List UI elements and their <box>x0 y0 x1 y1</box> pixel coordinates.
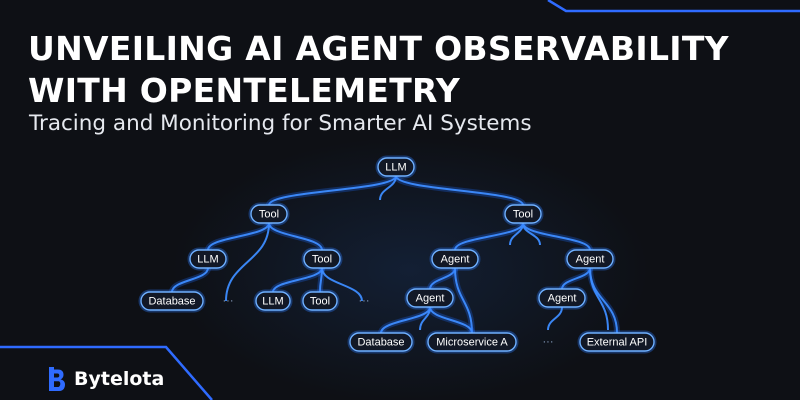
tree-node-box <box>303 249 341 269</box>
tree-node-label: Tool <box>310 295 330 307</box>
tree-edge-agent-3-to-microservice-a <box>429 306 473 334</box>
tree-node-box <box>504 204 542 224</box>
tree-node-root: LLM <box>375 155 417 179</box>
tree-edge-tool-left-to-llm-mid <box>207 222 270 251</box>
brand-name: Bytelota <box>74 368 165 390</box>
tree-node-label: Agent <box>441 253 470 265</box>
tree-node-box <box>377 157 415 177</box>
tree-node-label: External API <box>587 336 648 348</box>
tree-node-label: LLM <box>385 161 406 173</box>
tree-edges <box>169 174 620 335</box>
tree-node-label: LLM <box>197 253 218 265</box>
tree-node-label: Tool <box>259 208 279 220</box>
tree-node-box <box>302 291 338 311</box>
tree-edge-strand <box>589 267 609 331</box>
tree-node-microservice-a: Microservice A <box>425 330 519 354</box>
tree-edge-strand <box>522 222 541 246</box>
tree-edge-strand <box>379 175 397 201</box>
tree-ellipses: ··· ··· ··· <box>223 295 554 348</box>
tree-node-tool-mid: Tool <box>301 247 343 271</box>
tree-ellipsis: ··· <box>359 295 370 307</box>
tree-edge-tool-mid-to-llm-leaf <box>272 267 323 293</box>
tree-node-box <box>255 291 291 311</box>
tree-ellipsis: ··· <box>223 295 234 307</box>
tree-edge-llm-mid-to-database-1 <box>171 267 209 293</box>
tree-node-box <box>250 204 288 224</box>
tree-node-box <box>538 288 586 308</box>
brand-logo: Bytelota <box>46 366 164 392</box>
corner-accent-top-right <box>547 0 800 13</box>
tree-node-box <box>349 332 413 352</box>
tree-node-tool-right: Tool <box>502 202 544 226</box>
tree-edge-root-to-tool-left <box>268 175 397 206</box>
tree-edge-root-to-tool-right <box>395 175 524 206</box>
tree-node-box <box>566 249 614 269</box>
tree-edge-tool-right-to-agent-2 <box>522 222 591 251</box>
tree-node-label: Agent <box>416 292 445 304</box>
bytelota-logo-icon <box>49 367 65 391</box>
tree-node-tool-left: Tool <box>248 202 290 226</box>
tree-edge-tool-left-to-tool-mid <box>268 222 323 251</box>
tree-node-database-2: Database <box>347 330 415 354</box>
tree-edge-tool-right-to-agent-1 <box>454 222 524 251</box>
tree-node-label: Agent <box>576 253 605 265</box>
tree-edge-agent-2-to-external-api <box>589 267 618 334</box>
tree-node-tool-leaf: Tool <box>300 289 340 313</box>
tree-node-box <box>431 249 479 269</box>
tree-node-box <box>406 288 454 308</box>
page-subtitle: Tracing and Monitoring for Smarter AI Sy… <box>29 111 532 136</box>
tree-edge-strand <box>321 267 363 302</box>
tree-node-label: Database <box>357 336 404 348</box>
tree-ellipsis: ··· <box>543 336 554 348</box>
tree-node-llm-mid: LLM <box>187 247 229 271</box>
title-line-2: WITH OPENTELEMETRY <box>28 71 461 110</box>
tree-node-label: Database <box>148 295 195 307</box>
tree-node-label: Tool <box>513 208 533 220</box>
tree-node-box <box>140 291 204 311</box>
tree-node-label: Agent <box>548 292 577 304</box>
tree-edge-strand <box>547 306 563 331</box>
title-line-1: UNVEILING AI AGENT OBSERVABILITY <box>28 29 729 68</box>
page-title: UNVEILING AI AGENT OBSERVABILITY WITH OP… <box>28 28 729 112</box>
tree-node-box <box>427 332 517 352</box>
tree-edge-agent-1-to-microservice-a <box>454 267 473 334</box>
tree-node-label: LLM <box>262 295 283 307</box>
tree-node-llm-leaf: LLM <box>253 289 293 313</box>
tree-node-label: Tool <box>312 253 332 265</box>
tree-node-database-1: Database <box>138 289 206 313</box>
tree-node-agent-4: Agent <box>536 286 588 310</box>
tree-node-box <box>189 249 227 269</box>
tree-node-agent-1: Agent <box>429 247 481 271</box>
tree-node-box <box>579 332 655 352</box>
tree-edge-strand <box>419 306 431 331</box>
tree-node-agent-2: Agent <box>564 247 616 271</box>
tree-edge-strand <box>225 222 270 302</box>
tree-node-agent-3: Agent <box>404 286 456 310</box>
tree-node-external-api: External API <box>577 330 657 354</box>
corner-accent-bottom-left <box>0 345 213 400</box>
tree-node-label: Microservice A <box>436 336 508 348</box>
